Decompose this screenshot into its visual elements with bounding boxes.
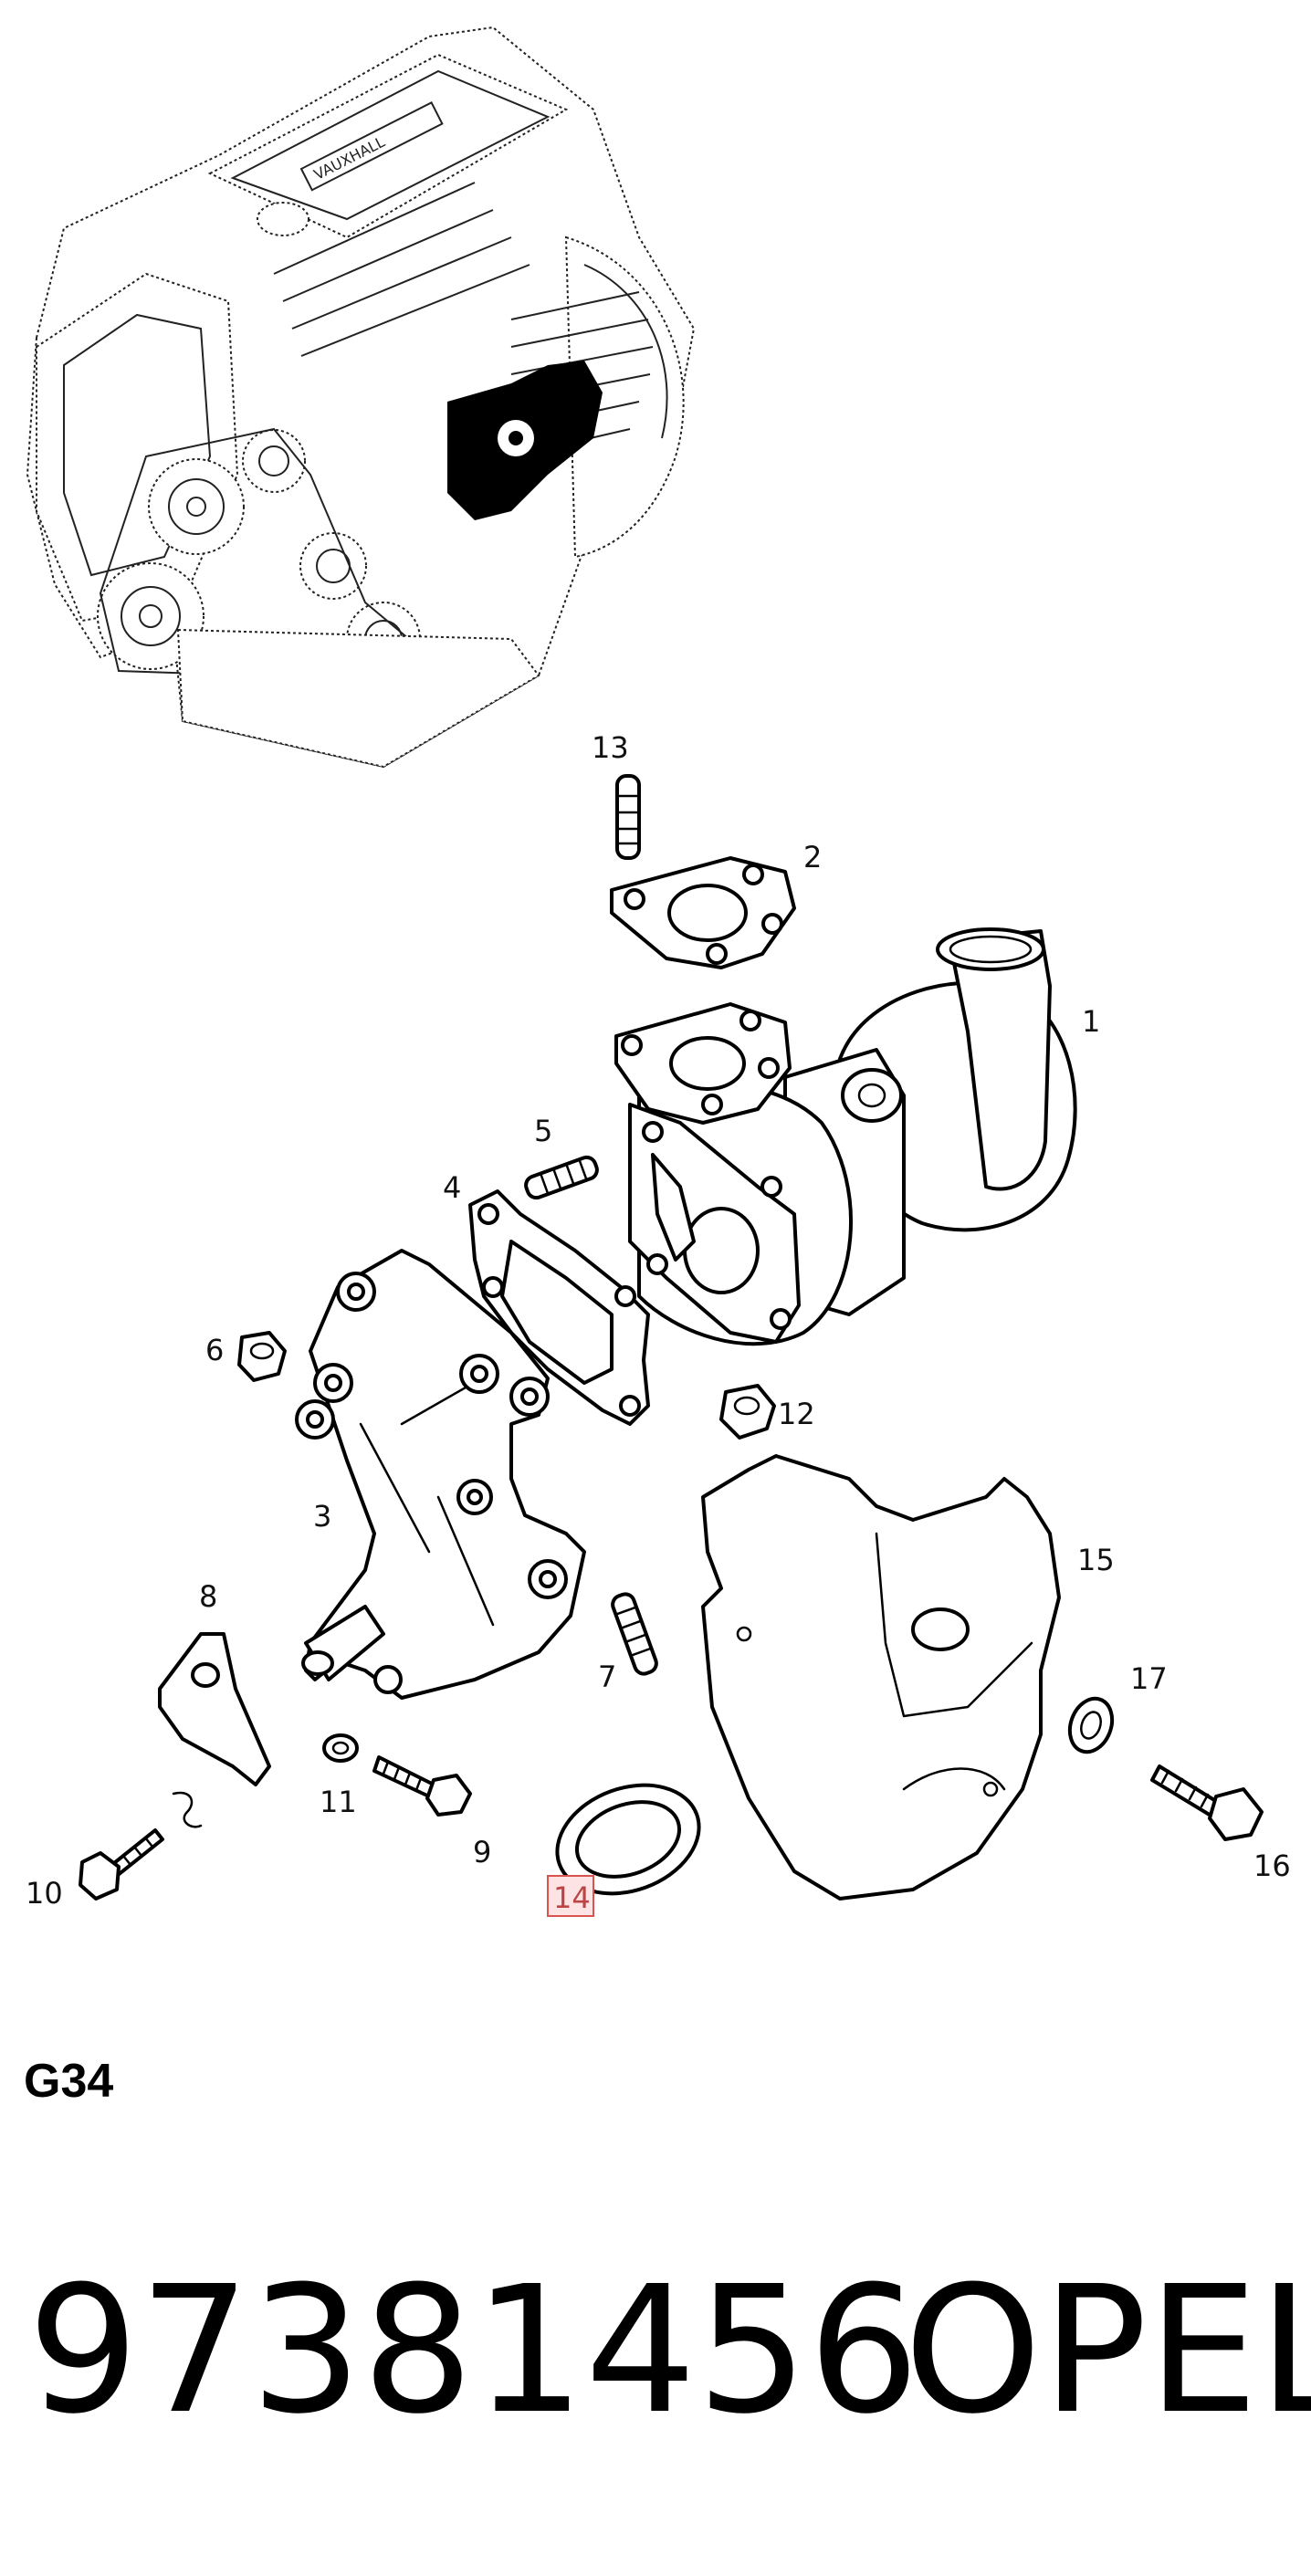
callout-13: 13 — [592, 730, 629, 765]
callout-10: 10 — [26, 1876, 63, 1911]
callout-14: 14 — [553, 1880, 591, 1915]
callout-16: 16 — [1253, 1848, 1291, 1883]
part-10-bolt — [79, 1828, 164, 1901]
callout-17: 17 — [1130, 1661, 1168, 1696]
part-12-nut — [719, 1384, 776, 1440]
part-9-bolt — [372, 1755, 472, 1817]
callout-4: 4 — [443, 1170, 461, 1205]
part-4-gasket — [468, 1189, 650, 1426]
diagram-code: G34 — [24, 2055, 114, 2108]
part-number: 97381456 — [27, 2249, 920, 2453]
part-13-stud — [615, 774, 641, 860]
callout-1: 1 — [1082, 1004, 1100, 1039]
callout-6: 6 — [205, 1333, 224, 1367]
part-1-turbocharger — [614, 927, 1077, 1346]
part-7-stud — [611, 1592, 658, 1676]
callout-9: 9 — [473, 1835, 491, 1869]
spring-washer — [172, 1791, 203, 1828]
callout-11: 11 — [320, 1785, 357, 1819]
callout-8: 8 — [199, 1579, 217, 1614]
part-16-bolt — [1150, 1764, 1264, 1841]
part-8-bracket — [158, 1632, 271, 1786]
part-5-stud — [524, 1155, 599, 1200]
engine-overview-illustration: VAUXHALL — [26, 26, 696, 769]
brand-name: OPEL — [904, 2249, 1311, 2453]
callout-14-highlight: 14 — [547, 1875, 594, 1917]
callout-labels: 1 2 3 4 5 6 7 8 9 10 11 12 13 14 15 16 1… — [26, 730, 1291, 1917]
part-15-heat-shield — [701, 1454, 1061, 1901]
callout-2: 2 — [803, 840, 822, 874]
callout-15: 15 — [1077, 1543, 1115, 1577]
part-3-exhaust-manifold — [295, 1249, 586, 1700]
callout-3: 3 — [313, 1499, 331, 1534]
part-6-nut — [237, 1331, 287, 1382]
callout-5: 5 — [534, 1114, 552, 1148]
callout-7: 7 — [598, 1660, 616, 1694]
part-17-washer — [1067, 1696, 1115, 1754]
part-11-washer — [322, 1733, 359, 1763]
callout-12: 12 — [778, 1397, 815, 1431]
part-14-seal-ring — [555, 1783, 701, 1896]
exploded-parts-diagram: VAUXHALL — [26, 26, 1291, 1917]
part-2-gasket — [610, 856, 796, 969]
